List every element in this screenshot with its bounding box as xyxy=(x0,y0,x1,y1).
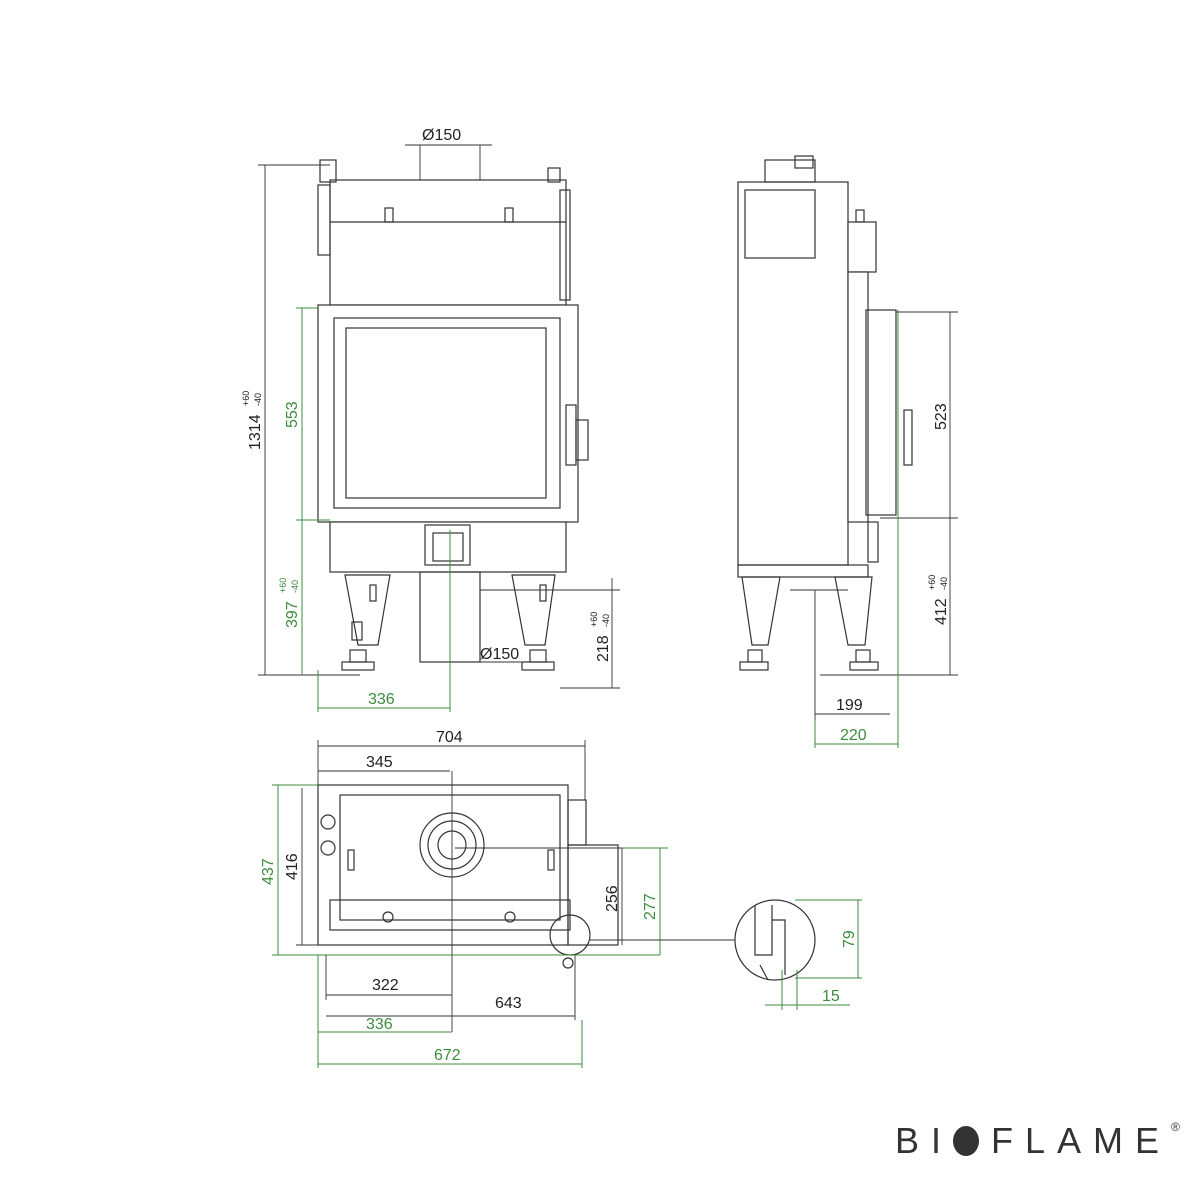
logo-text-a: BI xyxy=(895,1120,954,1161)
logo-text-b: FLAME xyxy=(991,1120,1172,1161)
registered-mark: ® xyxy=(1171,1120,1180,1134)
dim-flue-top: Ø150 xyxy=(422,127,461,144)
dim-side-inlet: 199 xyxy=(836,697,863,714)
dim-air-inlet: 218 xyxy=(595,635,612,662)
tol-plus: +60 xyxy=(589,612,599,627)
dim-flue-bottom: Ø150 xyxy=(480,646,519,663)
dim-side-total: 220 xyxy=(840,727,867,744)
dim-depth-inner: 416 xyxy=(284,853,301,880)
tol-plus: +60 xyxy=(241,391,251,406)
dim-width-green: 672 xyxy=(434,1047,461,1064)
dim-axis-offset: 336 xyxy=(368,691,395,708)
dim-detail-height: 79 xyxy=(841,930,858,948)
dim-depth-outer: 437 xyxy=(260,858,277,885)
front-view: Ø150 1314 +60 -40 553 397 +60 -40 218 +6… xyxy=(241,127,620,712)
dim-front-axis: 322 xyxy=(372,977,399,994)
dim-door-height: 553 xyxy=(284,401,301,428)
tol-minus: -40 xyxy=(601,614,611,627)
dim-front-width: 643 xyxy=(495,995,522,1012)
dim-side-door: 523 xyxy=(933,403,950,430)
tol-minus: -40 xyxy=(290,580,300,593)
dim-axis-left: 345 xyxy=(366,754,393,771)
top-view: 704 345 437 416 256 277 322 643 336 672 xyxy=(260,729,735,1068)
dim-axis-green: 336 xyxy=(366,1016,393,1033)
dim-total-height: 1314 xyxy=(247,414,264,450)
dim-depth-right-inner: 256 xyxy=(604,885,621,912)
detail-view: 79 15 xyxy=(734,899,862,1010)
flame-icon xyxy=(953,1126,980,1156)
tol-plus: +60 xyxy=(927,575,937,590)
dim-base-height: 397 xyxy=(284,601,301,628)
tol-minus: -40 xyxy=(253,393,263,406)
tol-minus: -40 xyxy=(939,577,949,590)
dim-depth-right-outer: 277 xyxy=(642,893,659,920)
dim-side-base: 412 xyxy=(933,598,950,625)
bioflame-logo: BI FLAME® xyxy=(895,1120,1180,1162)
side-view: 523 412 +60 -40 199 220 xyxy=(737,155,958,748)
dim-detail-width: 15 xyxy=(822,988,840,1005)
dim-width-total: 704 xyxy=(436,729,463,746)
tol-plus: +60 xyxy=(278,578,288,593)
